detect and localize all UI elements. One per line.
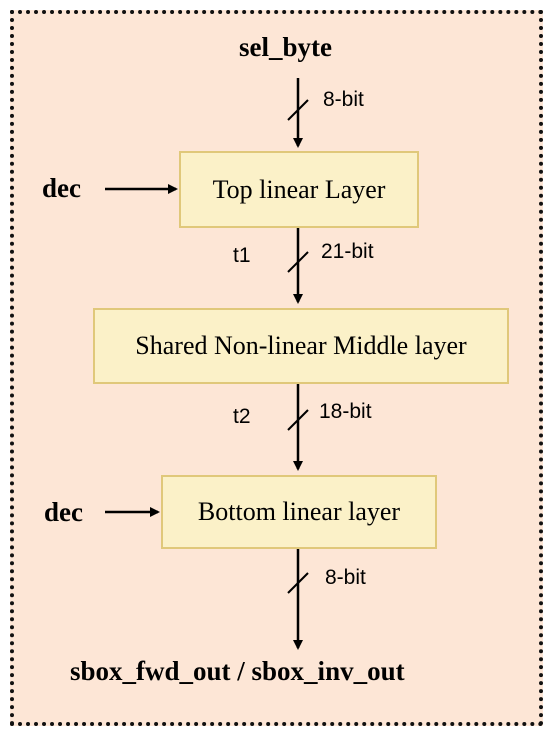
t2-width-label: 18-bit — [319, 400, 372, 423]
bottom-linear-layer-label: Bottom linear layer — [197, 497, 401, 526]
dec-top-label: dec — [42, 173, 81, 203]
input-bus-slash — [287, 99, 309, 121]
shared-nonlinear-middle-layer-block: Shared Non-linear Middle layer — [93, 308, 509, 384]
t2-label: t2 — [233, 405, 251, 428]
t1-label: t1 — [233, 244, 251, 267]
shared-nonlinear-middle-layer-label: Shared Non-linear Middle layer — [135, 331, 467, 360]
output-bus-slash — [287, 572, 309, 594]
t2-bus-slash — [287, 409, 309, 431]
sel-byte-label: sel_byte — [239, 32, 332, 62]
bottom-linear-layer-block: Bottom linear layer — [161, 475, 437, 549]
top-linear-layer-block: Top linear Layer — [179, 151, 419, 228]
input-width-label: 8-bit — [323, 88, 364, 111]
t1-bus-slash — [287, 251, 309, 273]
t1-width-label: 21-bit — [321, 240, 374, 263]
sbox-output-label: sbox_fwd_out / sbox_inv_out — [70, 656, 405, 686]
top-linear-layer-label: Top linear Layer — [212, 174, 386, 204]
output-width-label: 8-bit — [325, 566, 366, 589]
dec-bottom-label: dec — [44, 497, 83, 527]
